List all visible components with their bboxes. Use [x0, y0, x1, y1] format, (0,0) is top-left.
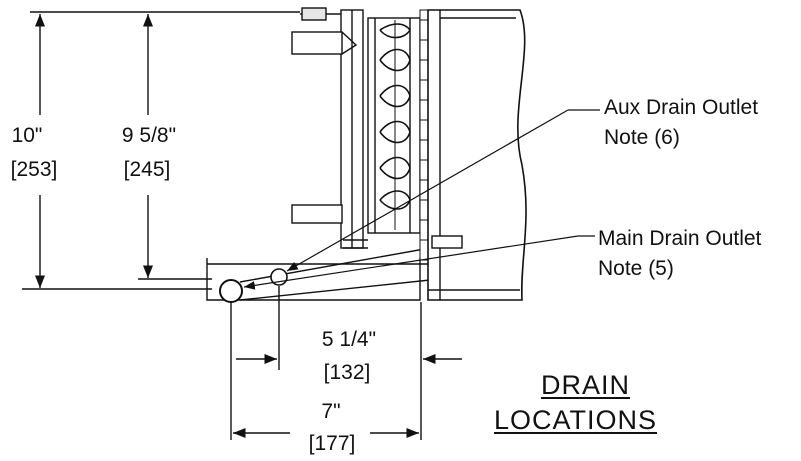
unit-frame [291, 7, 421, 249]
unit-cabinet [427, 9, 527, 301]
diagram-title-line1: DRAIN [541, 370, 631, 400]
bottom-dimensions [230, 286, 462, 440]
inner-height-dimension [138, 14, 212, 280]
inner-height-imperial: 9 5/8" [121, 124, 177, 147]
main-drain-label: Main Drain Outlet [598, 227, 762, 250]
aux-drain-label: Aux Drain Outlet [604, 96, 759, 119]
inner-height-metric: [245] [123, 158, 171, 181]
main-offset-metric: [177] [308, 432, 356, 455]
main-drain-note: Note (5) [598, 257, 674, 280]
overall-height-imperial: 10" [11, 124, 43, 147]
aux-offset-metric: [132] [323, 361, 371, 384]
diagram-title-line2: LOCATIONS [494, 405, 658, 435]
main-drain-outlet [219, 279, 243, 303]
aux-offset-imperial: 5 1/4" [321, 328, 377, 351]
aux-drain-note: Note (6) [604, 126, 680, 149]
overall-height-dimension [22, 11, 300, 290]
main-offset-imperial: 7" [321, 400, 341, 423]
callout-leaders [243, 109, 600, 290]
overall-height-metric: [253] [10, 158, 58, 181]
coil-fins [419, 9, 429, 261]
